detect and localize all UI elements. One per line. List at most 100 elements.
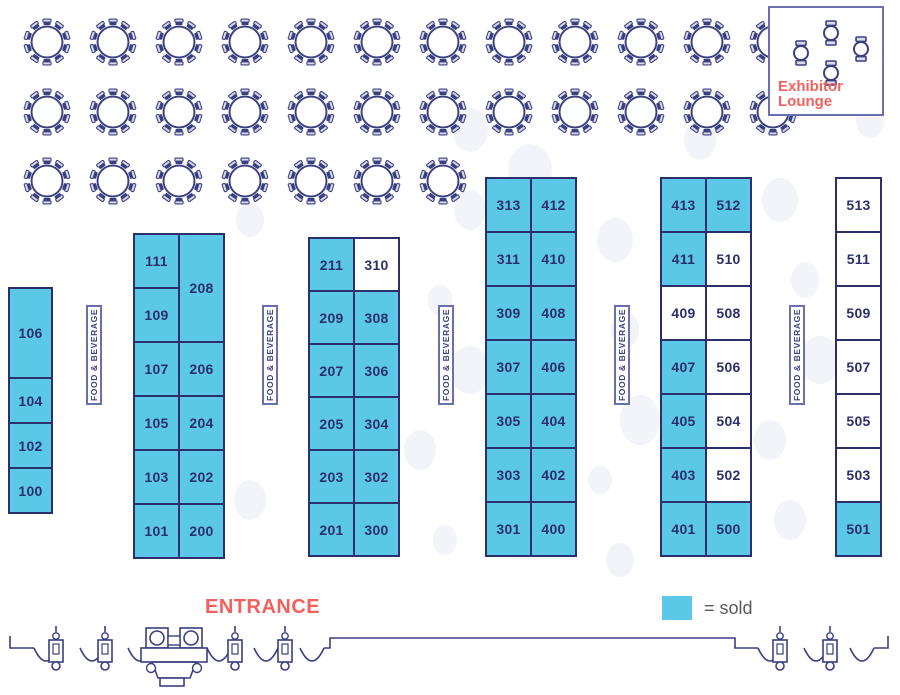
booth-303[interactable]: 303 xyxy=(485,447,532,503)
booth-107[interactable]: 107 xyxy=(133,341,180,397)
booth-109[interactable]: 109 xyxy=(133,287,180,343)
booth-307[interactable]: 307 xyxy=(485,339,532,395)
lounge-round-table xyxy=(848,36,874,62)
booth-512[interactable]: 512 xyxy=(705,177,752,233)
banquet-round-table xyxy=(18,152,76,210)
banquet-round-table xyxy=(546,13,604,71)
booth-409[interactable]: 409 xyxy=(660,285,707,341)
booth-300[interactable]: 300 xyxy=(353,502,400,557)
booth-500[interactable]: 500 xyxy=(705,501,752,557)
booth-200[interactable]: 200 xyxy=(178,503,225,559)
food-and-beverage-label: FOOD & BEVERAGE xyxy=(262,305,278,405)
banquet-round-table xyxy=(414,152,472,210)
booth-507[interactable]: 507 xyxy=(835,339,882,395)
entrance-label: ENTRANCE xyxy=(205,596,321,618)
banquet-round-table xyxy=(414,83,472,141)
booth-311[interactable]: 311 xyxy=(485,231,532,287)
booth-313[interactable]: 313 xyxy=(485,177,532,233)
banquet-round-table xyxy=(282,83,340,141)
food-and-beverage-label: FOOD & BEVERAGE xyxy=(86,305,102,405)
lounge-round-table xyxy=(818,20,844,46)
booth-204[interactable]: 204 xyxy=(178,395,225,451)
exhibitor-lounge-label: Exhibitor Lounge xyxy=(778,77,844,111)
banquet-round-table xyxy=(150,13,208,71)
booth-308[interactable]: 308 xyxy=(353,290,400,345)
booth-302[interactable]: 302 xyxy=(353,449,400,504)
booth-103[interactable]: 103 xyxy=(133,449,180,505)
booth-104[interactable]: 104 xyxy=(8,377,53,424)
booth-102[interactable]: 102 xyxy=(8,422,53,469)
booth-209[interactable]: 209 xyxy=(308,290,355,345)
booth-111[interactable]: 111 xyxy=(133,233,180,289)
booth-401[interactable]: 401 xyxy=(660,501,707,557)
banquet-round-table xyxy=(84,83,142,141)
banquet-round-table xyxy=(612,13,670,71)
booth-408[interactable]: 408 xyxy=(530,285,577,341)
banquet-round-table xyxy=(678,13,736,71)
banquet-round-table xyxy=(348,83,406,141)
booth-100[interactable]: 100 xyxy=(8,467,53,514)
banquet-round-table xyxy=(546,83,604,141)
booth-206[interactable]: 206 xyxy=(178,341,225,397)
booth-301[interactable]: 301 xyxy=(485,501,532,557)
booth-205[interactable]: 205 xyxy=(308,396,355,451)
booth-207[interactable]: 207 xyxy=(308,343,355,398)
booth-105[interactable]: 105 xyxy=(133,395,180,451)
booth-201[interactable]: 201 xyxy=(308,502,355,557)
booth-503[interactable]: 503 xyxy=(835,447,882,503)
booth-404[interactable]: 404 xyxy=(530,393,577,449)
booth-505[interactable]: 505 xyxy=(835,393,882,449)
banquet-round-table xyxy=(84,13,142,71)
booth-410[interactable]: 410 xyxy=(530,231,577,287)
banquet-round-table xyxy=(150,152,208,210)
exhibitor-lounge-label-line2: Lounge xyxy=(778,93,833,111)
booth-310[interactable]: 310 xyxy=(353,237,400,292)
booth-106[interactable]: 106 xyxy=(8,287,53,379)
booth-402[interactable]: 402 xyxy=(530,447,577,503)
legend-sold-label: = sold xyxy=(704,597,753,618)
booth-508[interactable]: 508 xyxy=(705,285,752,341)
booth-208[interactable]: 208 xyxy=(178,233,225,343)
food-and-beverage-label: FOOD & BEVERAGE xyxy=(789,305,805,405)
banquet-round-table xyxy=(84,152,142,210)
booth-202[interactable]: 202 xyxy=(178,449,225,505)
booth-502[interactable]: 502 xyxy=(705,447,752,503)
banquet-round-table xyxy=(216,152,274,210)
booth-203[interactable]: 203 xyxy=(308,449,355,504)
booth-413[interactable]: 413 xyxy=(660,177,707,233)
booth-306[interactable]: 306 xyxy=(353,343,400,398)
booth-211[interactable]: 211 xyxy=(308,237,355,292)
banquet-round-table xyxy=(216,13,274,71)
booth-400[interactable]: 400 xyxy=(530,501,577,557)
banquet-round-table xyxy=(480,83,538,141)
banquet-round-table xyxy=(612,83,670,141)
exhibitor-lounge-label-line1: Exhibitor xyxy=(778,77,844,95)
booth-510[interactable]: 510 xyxy=(705,231,752,287)
booth-305[interactable]: 305 xyxy=(485,393,532,449)
booth-403[interactable]: 403 xyxy=(660,447,707,503)
banquet-round-table xyxy=(18,83,76,141)
booth-506[interactable]: 506 xyxy=(705,339,752,395)
booth-412[interactable]: 412 xyxy=(530,177,577,233)
banquet-round-table xyxy=(282,152,340,210)
booth-511[interactable]: 511 xyxy=(835,231,882,287)
exhibitor-lounge[interactable]: Exhibitor Lounge xyxy=(768,6,884,116)
booth-501[interactable]: 501 xyxy=(835,501,882,557)
booth-504[interactable]: 504 xyxy=(705,393,752,449)
booth-309[interactable]: 309 xyxy=(485,285,532,341)
booth-411[interactable]: 411 xyxy=(660,231,707,287)
booth-407[interactable]: 407 xyxy=(660,339,707,395)
banquet-round-table xyxy=(348,152,406,210)
booth-513[interactable]: 513 xyxy=(835,177,882,233)
entrance-wall xyxy=(9,626,889,687)
banquet-round-table xyxy=(414,13,472,71)
booth-304[interactable]: 304 xyxy=(353,396,400,451)
booth-509[interactable]: 509 xyxy=(835,285,882,341)
booth-101[interactable]: 101 xyxy=(133,503,180,559)
lounge-round-table xyxy=(788,40,814,66)
banquet-round-table xyxy=(150,83,208,141)
banquet-round-table xyxy=(18,13,76,71)
booth-405[interactable]: 405 xyxy=(660,393,707,449)
booth-406[interactable]: 406 xyxy=(530,339,577,395)
